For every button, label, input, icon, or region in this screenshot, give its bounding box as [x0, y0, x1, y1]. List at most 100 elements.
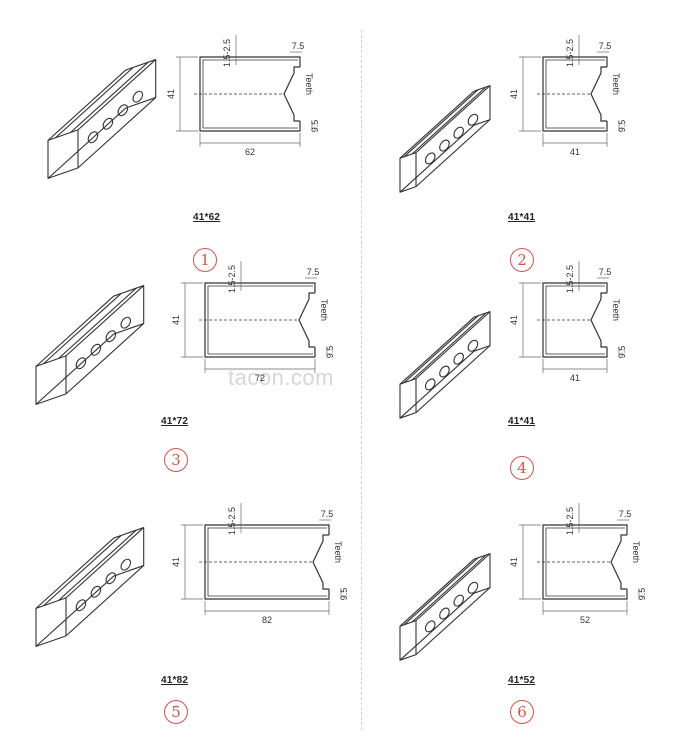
channel-edge	[399, 592, 475, 661]
gap-label: 9.5	[637, 588, 647, 601]
teeth-label: Teeth	[319, 299, 329, 321]
gap-label: 9.5	[617, 346, 627, 359]
slot-hole	[75, 599, 87, 612]
width-label: 82	[262, 615, 272, 625]
channel-edge	[399, 316, 475, 385]
channel-inner-outline	[202, 59, 298, 129]
channel-isometric	[399, 311, 491, 419]
cross-section	[537, 282, 608, 358]
cross-section	[537, 524, 628, 600]
teeth-label: Teeth	[611, 73, 621, 95]
channel-edge	[399, 90, 475, 159]
channel-edge	[399, 558, 475, 627]
lip-label: 7.5	[292, 41, 305, 51]
slot-hole	[453, 352, 464, 365]
channel-inner-outline	[545, 527, 625, 597]
channel-edge	[35, 295, 115, 367]
channel-edge	[65, 323, 145, 395]
dimension-lines	[181, 503, 342, 615]
channel-edge	[35, 333, 115, 405]
lip-label: 7.5	[307, 267, 320, 277]
channel-edge	[415, 553, 491, 622]
circled-number-badge: 6	[510, 700, 534, 724]
channel-edge	[65, 527, 145, 599]
channel-edge	[415, 85, 491, 154]
channel-inner-outline	[207, 527, 327, 597]
circled-number-badge: 4	[510, 456, 534, 480]
channel-end-face	[35, 355, 67, 405]
cross-section	[537, 56, 608, 132]
dimension-lines	[176, 35, 313, 147]
channel-end-face	[399, 378, 417, 419]
channel-edge	[77, 59, 157, 131]
thickness-label: 1.5-2.5	[227, 507, 237, 535]
gap-label: 9.5	[310, 120, 320, 133]
channel-edge	[415, 311, 491, 380]
channel-end-face	[399, 620, 417, 661]
cross-section	[199, 524, 330, 600]
slot-hole	[424, 152, 436, 165]
channel-isometric	[399, 85, 491, 193]
dimension-lines	[519, 261, 620, 373]
height-label: 41	[509, 89, 519, 99]
lip-label: 7.5	[599, 267, 612, 277]
slot-hole	[132, 90, 144, 103]
dimension-lines	[181, 261, 328, 373]
channel-lip-line	[58, 287, 137, 359]
height-label: 41	[509, 315, 519, 325]
width-label: 41	[570, 147, 580, 157]
channel-inner-outline	[207, 285, 313, 355]
channel-lip-line	[411, 312, 487, 381]
profile-code-label: 41*72	[161, 416, 189, 427]
slot-hole	[439, 365, 450, 378]
channel-far-edge	[473, 311, 491, 352]
circled-number-badge: 5	[164, 700, 188, 724]
profile-code-label: 41*41	[508, 416, 536, 427]
channel-inner-outline	[545, 285, 605, 355]
gap-label: 9.5	[339, 588, 349, 601]
thickness-label: 1.5-2.5	[227, 265, 237, 293]
channel-edge	[35, 575, 115, 647]
dimension-lines	[519, 35, 620, 147]
channel-edge	[399, 124, 475, 193]
slot-hole	[453, 126, 464, 139]
width-label: 62	[245, 147, 255, 157]
channel-lip-line	[411, 554, 487, 623]
height-label: 41	[171, 557, 181, 567]
circled-number-badge: 1	[193, 248, 217, 272]
slot-hole	[102, 117, 114, 130]
channel-far-edge	[113, 526, 145, 577]
lip-label: 7.5	[321, 509, 334, 519]
channel-edge	[47, 107, 127, 179]
circled-number-badge: 2	[510, 248, 534, 272]
slot-hole	[90, 343, 102, 356]
channel-edge	[415, 119, 491, 188]
channel-far-edge	[473, 553, 491, 594]
channel-isometric	[35, 526, 145, 647]
channel-isometric	[35, 284, 145, 405]
channel-far-edge	[113, 284, 145, 335]
channel-end-face	[399, 152, 417, 193]
channel-far-edge	[473, 85, 491, 126]
slot-hole	[105, 572, 117, 585]
slot-hole	[120, 558, 132, 571]
slot-hole	[75, 357, 87, 370]
height-label: 41	[509, 557, 519, 567]
channel-isometric	[47, 58, 157, 179]
thickness-label: 1.5-2.5	[565, 507, 575, 535]
channel-lip-line	[58, 529, 137, 601]
cross-section	[199, 282, 316, 358]
channel-lip-line	[403, 315, 479, 384]
channel-lip-line	[411, 86, 487, 155]
channel-lip-line	[403, 89, 479, 158]
channel-edge	[415, 345, 491, 414]
slot-hole	[105, 330, 117, 343]
teeth-label: Teeth	[333, 541, 343, 563]
